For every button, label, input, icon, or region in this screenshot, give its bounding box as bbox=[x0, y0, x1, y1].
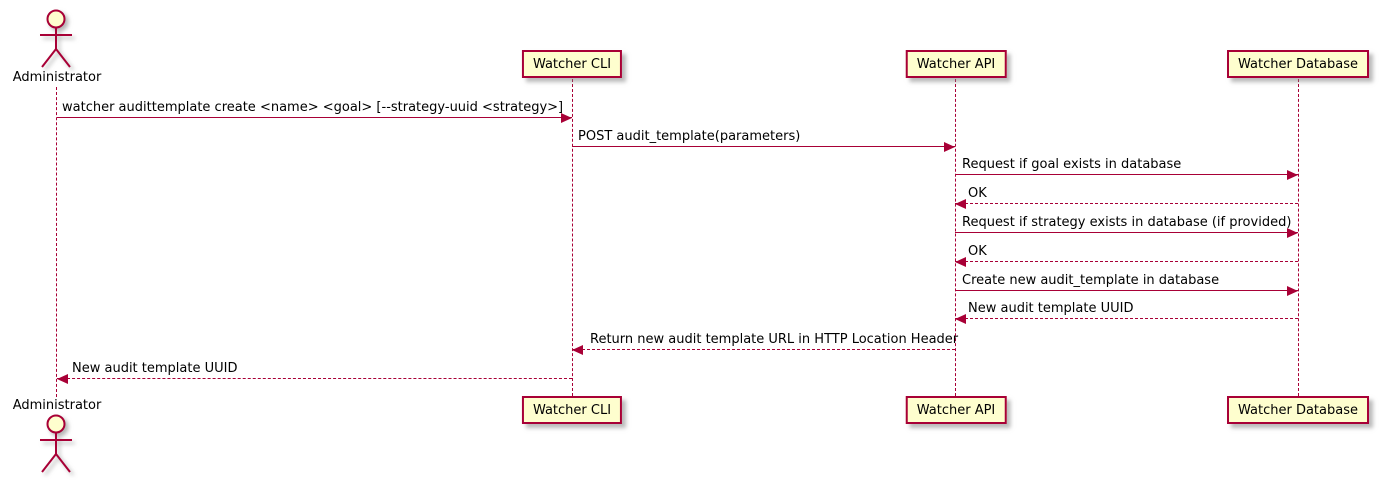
message-ok-strategy: OK bbox=[955, 244, 1298, 267]
participant-watcher-database-bottom: Watcher Database bbox=[1227, 396, 1369, 424]
message-new-uuid-from-db: New audit template UUID bbox=[955, 301, 1298, 324]
message-line bbox=[572, 349, 955, 350]
message-request-strategy-exists: Request if strategy exists in database (… bbox=[955, 215, 1298, 238]
message-label: New audit template UUID bbox=[968, 301, 1134, 316]
message-line bbox=[955, 174, 1298, 175]
lifeline-watcher-database bbox=[1298, 79, 1299, 396]
message-request-goal-exists: Request if goal exists in database bbox=[955, 157, 1298, 180]
message-post-audit-template: POST audit_template(parameters) bbox=[572, 129, 955, 152]
message-return-url-location-header: Return new audit template URL in HTTP Lo… bbox=[572, 332, 959, 355]
message-new-uuid-to-admin: New audit template UUID bbox=[57, 361, 572, 384]
message-ok-goal: OK bbox=[955, 186, 1298, 209]
participant-watcher-database-top: Watcher Database bbox=[1227, 50, 1369, 78]
actor-administrator-label-bottom: Administrator bbox=[12, 398, 102, 413]
message-label: watcher audittemplate create <name> <goa… bbox=[62, 100, 564, 115]
arrowhead-right-icon bbox=[1287, 228, 1298, 238]
arrowhead-left-icon bbox=[955, 314, 966, 324]
message-line bbox=[57, 378, 572, 379]
message-line bbox=[955, 232, 1298, 233]
message-create-audittemplate: watcher audittemplate create <name> <goa… bbox=[57, 100, 572, 123]
message-label: Create new audit_template in database bbox=[962, 273, 1220, 288]
lifeline-watcher-api bbox=[955, 79, 956, 396]
message-label: Request if strategy exists in database (… bbox=[962, 215, 1292, 230]
participant-watcher-cli-top: Watcher CLI bbox=[521, 50, 623, 78]
message-line bbox=[955, 318, 1298, 319]
message-label: OK bbox=[968, 244, 987, 259]
message-label: Return new audit template URL in HTTP Lo… bbox=[590, 332, 959, 347]
message-line bbox=[57, 117, 572, 118]
message-line bbox=[955, 261, 1298, 262]
arrowhead-left-icon bbox=[572, 345, 583, 355]
actor-administrator-icon bbox=[40, 9, 72, 68]
arrowhead-left-icon bbox=[955, 199, 966, 209]
lifeline-administrator bbox=[56, 87, 57, 397]
arrowhead-right-icon bbox=[1287, 170, 1298, 180]
message-create-in-database: Create new audit_template in database bbox=[955, 273, 1298, 296]
lifeline-watcher-cli bbox=[572, 79, 573, 396]
arrowhead-left-icon bbox=[955, 257, 966, 267]
message-line bbox=[572, 146, 955, 147]
arrowhead-right-icon bbox=[944, 142, 955, 152]
message-label: New audit template UUID bbox=[72, 361, 238, 376]
arrowhead-right-icon bbox=[1287, 286, 1298, 296]
participant-watcher-api-top: Watcher API bbox=[905, 50, 1007, 78]
message-label: OK bbox=[968, 186, 987, 201]
actor-administrator-label-top: Administrator bbox=[12, 70, 102, 85]
participant-watcher-cli-bottom: Watcher CLI bbox=[521, 396, 623, 424]
arrowhead-left-icon bbox=[57, 374, 68, 384]
actor-administrator-icon bbox=[40, 414, 72, 473]
message-line bbox=[955, 203, 1298, 204]
message-line bbox=[955, 290, 1298, 291]
message-label: POST audit_template(parameters) bbox=[578, 129, 801, 144]
message-label: Request if goal exists in database bbox=[962, 157, 1182, 172]
arrowhead-right-icon bbox=[561, 113, 572, 123]
participant-watcher-api-bottom: Watcher API bbox=[905, 396, 1007, 424]
